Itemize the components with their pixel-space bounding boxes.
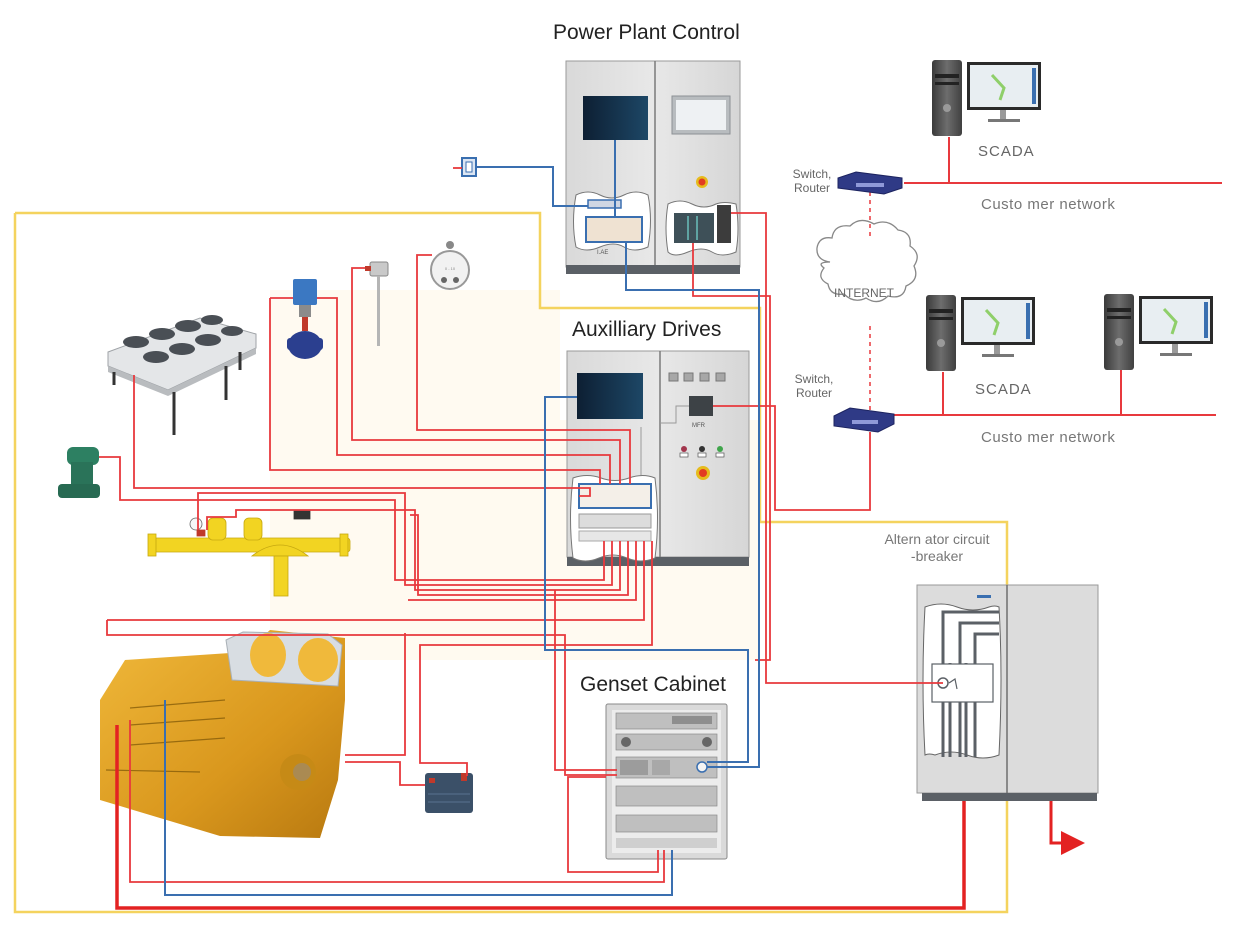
- signal-wire: [351, 267, 621, 484]
- signal-wire: [206, 509, 621, 591]
- signal-wire: [317, 297, 611, 484]
- signal-wiring: [99, 167, 943, 883]
- signal-wire: [99, 456, 605, 581]
- signal-wire: [564, 700, 617, 776]
- signal-wire: [133, 375, 591, 497]
- customer-network-bottom-label: Custo mer network: [981, 429, 1116, 446]
- touch-panel[interactable]: [676, 100, 726, 130]
- scada-bottom-label: SCADA: [975, 381, 1032, 398]
- emergency-stop-button[interactable]: [698, 178, 706, 186]
- gas-engine-genset-icon[interactable]: [100, 630, 345, 838]
- signal-wire: [129, 720, 665, 883]
- switch-label-line1: Switch,: [794, 372, 834, 386]
- signal-wire: [731, 212, 943, 684]
- plc-module[interactable]: [585, 216, 643, 243]
- bus-wire: [476, 166, 588, 207]
- scada-top-label: SCADA: [978, 143, 1035, 160]
- signal-wire: [713, 405, 871, 511]
- starter-battery-icon[interactable]: [425, 773, 473, 813]
- signal-converter-icon[interactable]: [461, 157, 477, 177]
- power-plant-control-label: Power Plant Control: [553, 21, 740, 44]
- power-plant-control-cabinet[interactable]: [565, 60, 741, 274]
- signal-wire: [419, 541, 653, 776]
- alternator-breaker-label: Altern ator circuit -breaker: [864, 531, 1010, 565]
- pc-tower-icon: [1104, 294, 1134, 370]
- bus-wire: [164, 700, 673, 896]
- control-valve-icon[interactable]: [287, 279, 323, 359]
- switch-label-line2: Router: [795, 386, 833, 400]
- pc-tower-icon: [926, 295, 956, 371]
- switch-router-top-label: Switch, Router: [784, 167, 840, 195]
- signal-wire: [416, 254, 631, 484]
- io-module[interactable]: [578, 483, 652, 509]
- hmi-screen[interactable]: [577, 373, 643, 419]
- svg-text:0 - 10: 0 - 10: [445, 266, 456, 271]
- switch-label-line2: Router: [793, 181, 831, 195]
- alternator-breaker-label-line2: -breaker: [910, 548, 964, 564]
- switch-label-line1: Switch,: [792, 167, 832, 181]
- signal-wire: [106, 620, 566, 700]
- scada-workstation-top[interactable]: [932, 60, 1041, 136]
- plc-module-label: I.AE: [597, 250, 609, 256]
- internet-cloud-icon: [816, 219, 918, 303]
- signal-wire: [345, 761, 425, 786]
- main-power-cable: [115, 725, 966, 910]
- signal-wire: [408, 541, 637, 601]
- pump-icon[interactable]: [58, 447, 100, 498]
- signal-wire: [197, 492, 613, 586]
- controller-plc[interactable]: [674, 213, 714, 243]
- signal-wire: [107, 541, 645, 621]
- internet-label: INTERNET: [834, 286, 894, 300]
- pressure-transmitter-icon[interactable]: 0 - 10: [430, 241, 470, 290]
- signal-wire: [567, 776, 659, 873]
- hmi-screen[interactable]: [583, 96, 648, 140]
- genset-cabinet[interactable]: [605, 703, 728, 860]
- signal-wire: [692, 243, 771, 661]
- meter-label: MFR: [692, 423, 705, 429]
- network-links: [868, 137, 1222, 416]
- alternator-circuit-breaker[interactable]: [916, 584, 1099, 801]
- signal-wire: [269, 298, 601, 484]
- meter-display[interactable]: [689, 396, 713, 416]
- pc-tower-icon: [932, 60, 962, 136]
- auxiliary-drives-label: Auxilliary Drives: [572, 318, 722, 341]
- temperature-sensor-icon[interactable]: [365, 261, 389, 346]
- switch-router-bottom-icon[interactable]: [833, 407, 895, 433]
- signal-wire: [345, 633, 406, 756]
- gas-train-icon[interactable]: [147, 510, 351, 597]
- genset-cabinet-label: Genset Cabinet: [580, 673, 726, 696]
- auxiliary-drives-cabinet[interactable]: [566, 350, 750, 566]
- alternator-breaker-label-line1: Altern ator circuit: [884, 531, 990, 547]
- bus-wiring: [164, 140, 760, 896]
- scada-workstation-bottom-left[interactable]: [926, 295, 1035, 371]
- scada-workstation-bottom-right[interactable]: [1104, 294, 1213, 370]
- bus-wire: [544, 396, 749, 763]
- emergency-stop-button[interactable]: [699, 469, 707, 477]
- customer-network-top-label: Custo mer network: [981, 196, 1116, 213]
- dry-cooler-icon[interactable]: [107, 315, 257, 435]
- power-output-arrow-icon: [1049, 801, 1085, 855]
- switch-router-top-icon[interactable]: [837, 171, 903, 195]
- switch-router-bottom-label: Switch, Router: [786, 372, 842, 400]
- signal-wire: [410, 514, 629, 596]
- bus-wire: [625, 242, 760, 768]
